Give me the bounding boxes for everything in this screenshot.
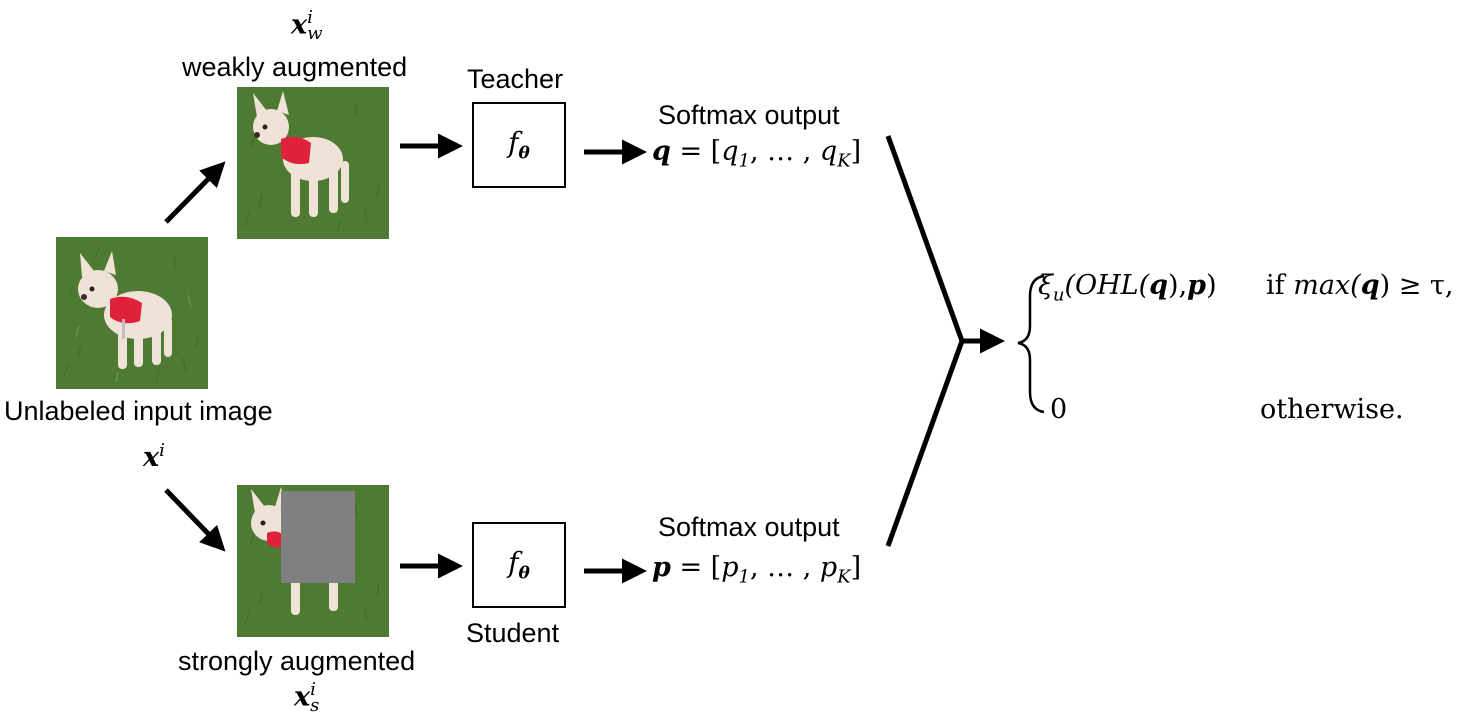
case-2-value: 0 <box>1050 394 1068 425</box>
student-function: fθ <box>508 546 530 584</box>
case-1-expression: ξu(OHL(q),p) <box>1038 270 1217 306</box>
teacher-output-formula: q = [q1, … , qK] <box>652 136 862 172</box>
arrow-input-to-weak <box>164 161 226 224</box>
case-1-condition: if max(q) ≥ τ, <box>1266 270 1454 301</box>
weak-image <box>237 87 389 239</box>
case-2-condition: otherwise. <box>1260 394 1404 425</box>
dog-photo-icon <box>237 87 389 239</box>
student-label: Student <box>466 618 560 648</box>
weak-caption: weakly augmented <box>182 52 408 82</box>
strong-image <box>237 485 389 637</box>
cutout-patch <box>281 491 355 583</box>
input-caption: Unlabeled input image <box>4 396 273 426</box>
dog-photo-icon <box>56 237 208 389</box>
teacher-label: Teacher <box>467 64 564 94</box>
student-output-formula: p = [p1, … , pK] <box>652 552 862 588</box>
input-image <box>56 237 208 389</box>
student-model-box: fθ <box>472 522 566 608</box>
teacher-model-box: fθ <box>472 102 566 188</box>
dog-photo-icon <box>237 485 389 637</box>
merge-line-top <box>885 135 965 342</box>
teacher-output-title: Softmax output <box>658 100 840 130</box>
arrow-input-to-strong <box>164 488 226 552</box>
cases-brace <box>1017 274 1045 414</box>
input-symbol: xi <box>143 440 165 473</box>
teacher-function: fθ <box>508 126 530 164</box>
merge-line-bottom <box>885 340 965 547</box>
student-output-title: Softmax output <box>658 512 840 542</box>
strong-caption: strongly augmented <box>178 646 416 676</box>
